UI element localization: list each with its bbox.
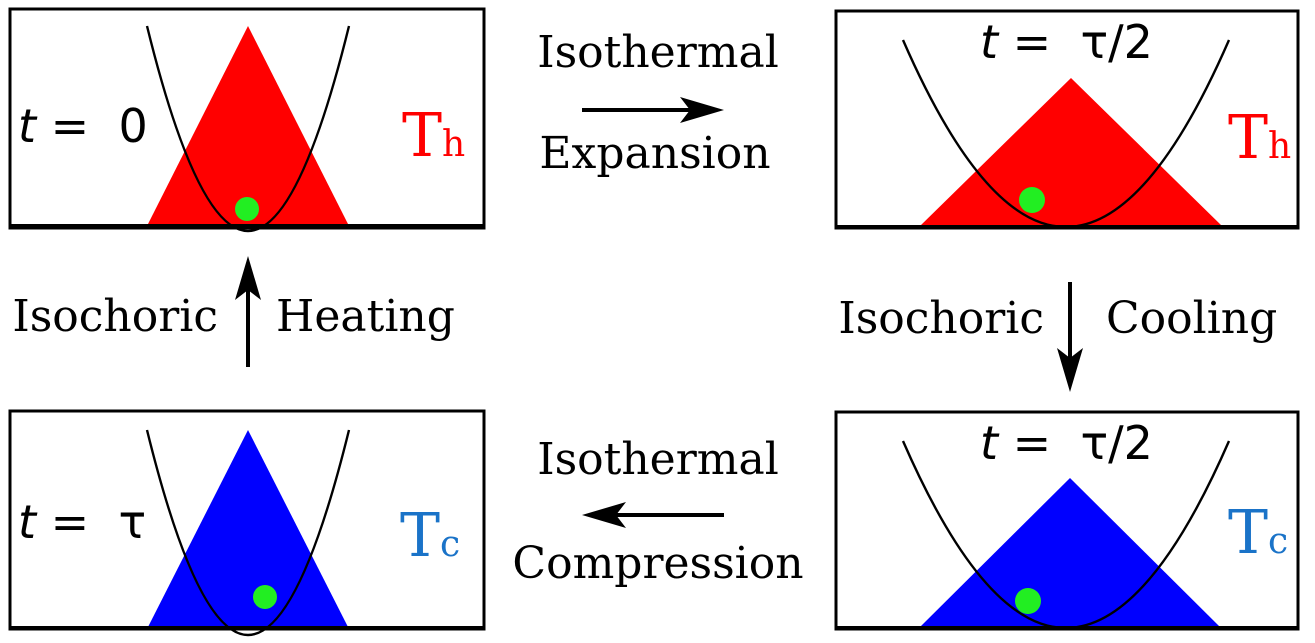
potential-well-triangle <box>920 78 1222 226</box>
panel-bottom-left: t = τ Tc <box>8 409 486 637</box>
process-label-left: Isochoric <box>12 291 218 342</box>
process-label-line2: Expansion <box>539 128 770 179</box>
time-label: t = 0 <box>18 99 148 153</box>
harmonic-potential-curve <box>145 429 351 637</box>
process-isothermal-compression: Isothermal Compression <box>512 434 803 589</box>
temperature-subscript: h <box>1268 126 1291 167</box>
time-variable: t <box>980 15 1000 69</box>
temperature-subscript: c <box>440 524 460 565</box>
time-variable: t <box>18 495 38 549</box>
arrow-up-icon <box>235 256 261 300</box>
time-variable: t <box>980 416 1000 470</box>
temperature-label: Th <box>1228 103 1291 173</box>
time-value: = τ/2 <box>998 15 1153 69</box>
panel-top-right: t = τ/2 Th <box>834 9 1300 230</box>
particle-dot <box>235 197 259 221</box>
potential-well-triangle <box>920 478 1220 627</box>
arrow-down-icon <box>1057 348 1083 392</box>
time-value: = 0 <box>36 99 148 153</box>
temperature-symbol: T <box>402 101 442 171</box>
panel-top-left: t = 0 Th <box>8 7 486 233</box>
potential-well-triangle <box>148 26 348 224</box>
temperature-symbol: T <box>1228 103 1268 173</box>
time-variable: t <box>18 99 38 153</box>
particle-dot <box>1015 588 1041 614</box>
process-label-right: Heating <box>276 291 455 342</box>
process-label-right: Cooling <box>1106 293 1277 344</box>
process-label-left: Isochoric <box>838 293 1044 344</box>
process-isochoric-cooling: Isochoric Cooling <box>838 282 1277 392</box>
time-value: = τ <box>36 495 146 549</box>
process-label-line2: Compression <box>512 538 803 589</box>
time-label: t = τ <box>18 495 146 549</box>
time-label: t = τ/2 <box>980 15 1153 69</box>
temperature-label: Tc <box>400 501 460 571</box>
process-label-line1: Isothermal <box>537 27 779 78</box>
temperature-label: Tc <box>1228 498 1288 568</box>
particle-dot <box>253 585 277 609</box>
arrow-right-icon <box>680 97 724 123</box>
process-label-line1: Isothermal <box>537 434 779 485</box>
harmonic-potential-curve <box>145 25 351 233</box>
process-isochoric-heating: Isochoric Heating <box>12 256 455 367</box>
arrow-left-icon <box>582 502 626 528</box>
temperature-symbol: T <box>1228 498 1268 568</box>
temperature-subscript: c <box>1268 521 1288 562</box>
temperature-symbol: T <box>400 501 440 571</box>
temperature-label: Th <box>402 101 465 171</box>
process-isothermal-expansion: Isothermal Expansion <box>537 27 779 179</box>
time-label: t = τ/2 <box>980 416 1153 470</box>
time-value: = τ/2 <box>998 416 1153 470</box>
temperature-subscript: h <box>442 124 465 165</box>
particle-dot <box>1019 187 1045 213</box>
potential-well-triangle <box>148 430 348 627</box>
panel-bottom-right: t = τ/2 Tc <box>834 410 1300 631</box>
